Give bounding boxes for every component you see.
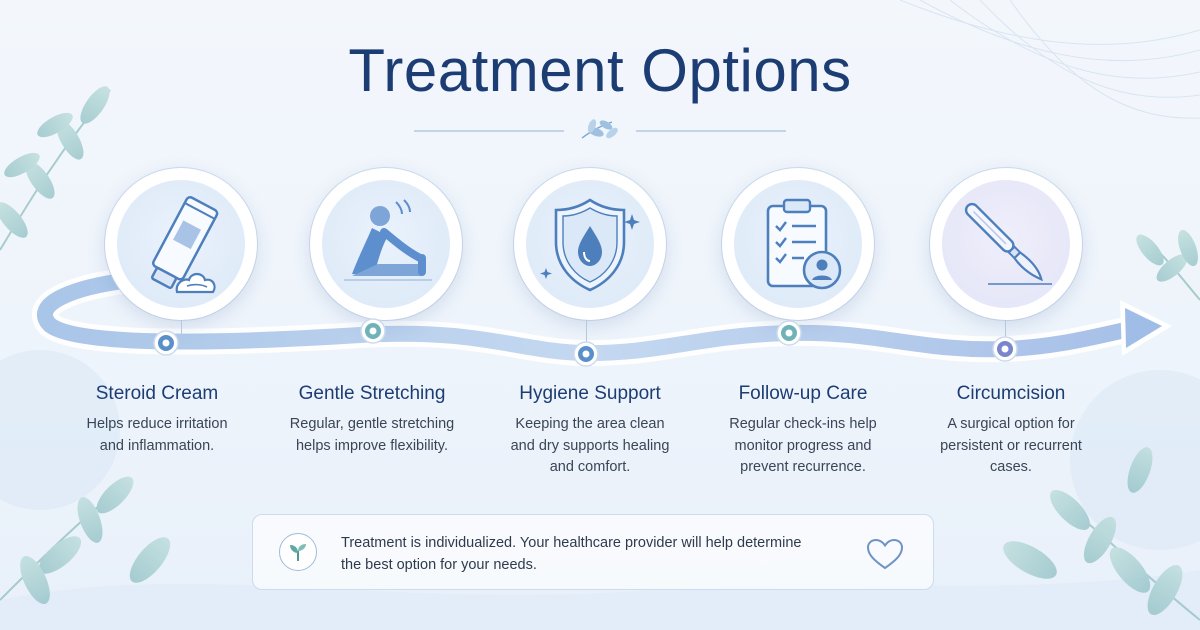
step-dot [776,320,802,346]
wave-lines [899,0,1200,119]
title-divider [414,119,786,139]
sprout-icon [279,533,317,571]
step-title: Gentle Stretching [298,383,446,404]
right-leaves-decoration [1003,229,1200,621]
cream-tube-icon [150,196,219,294]
step-dot [153,330,179,356]
step-description: Regular, gentle stretching helps improve… [289,416,455,454]
step-dot [992,336,1018,362]
note-text: Treatment is individualized. Your health… [341,535,802,573]
heart-outline-icon [866,538,904,570]
step-description: Helps reduce irritation and inflammation… [86,416,228,454]
step-description: A surgical option for persistent or recu… [940,416,1082,475]
page-title: Treatment Options [348,37,852,104]
step-title: Hygiene Support [519,383,661,404]
step-description: Regular check-ins help monitor progress … [729,416,877,475]
scalpel-icon [964,202,1052,285]
step-circumcision-icon-circle [930,168,1082,320]
stretching-person-icon [344,199,432,281]
step-steroid-cream-icon-circle [105,168,257,320]
leaf-sprig-icon [581,119,618,139]
arrow-head [1125,308,1162,348]
step-dot [360,318,386,344]
step-follow-up-care-icon-circle [722,168,874,320]
step-title: Follow-up Care [738,383,868,404]
clipboard-checklist-icon [766,198,842,290]
step-description: Keeping the area clean and dry supports … [510,416,670,475]
step-title: Steroid Cream [95,383,219,404]
info-note: Treatment is individualized. Your health… [252,514,934,590]
step-gentle-stretching-icon-circle [310,168,462,320]
left-leaves-decoration [0,86,171,605]
step-title: Circumcision [956,383,1066,404]
step-hygiene-support-icon-circle [514,168,666,320]
timeline-path [32,265,1172,367]
shield-droplet-icon [540,198,640,292]
step-dot [573,341,599,367]
